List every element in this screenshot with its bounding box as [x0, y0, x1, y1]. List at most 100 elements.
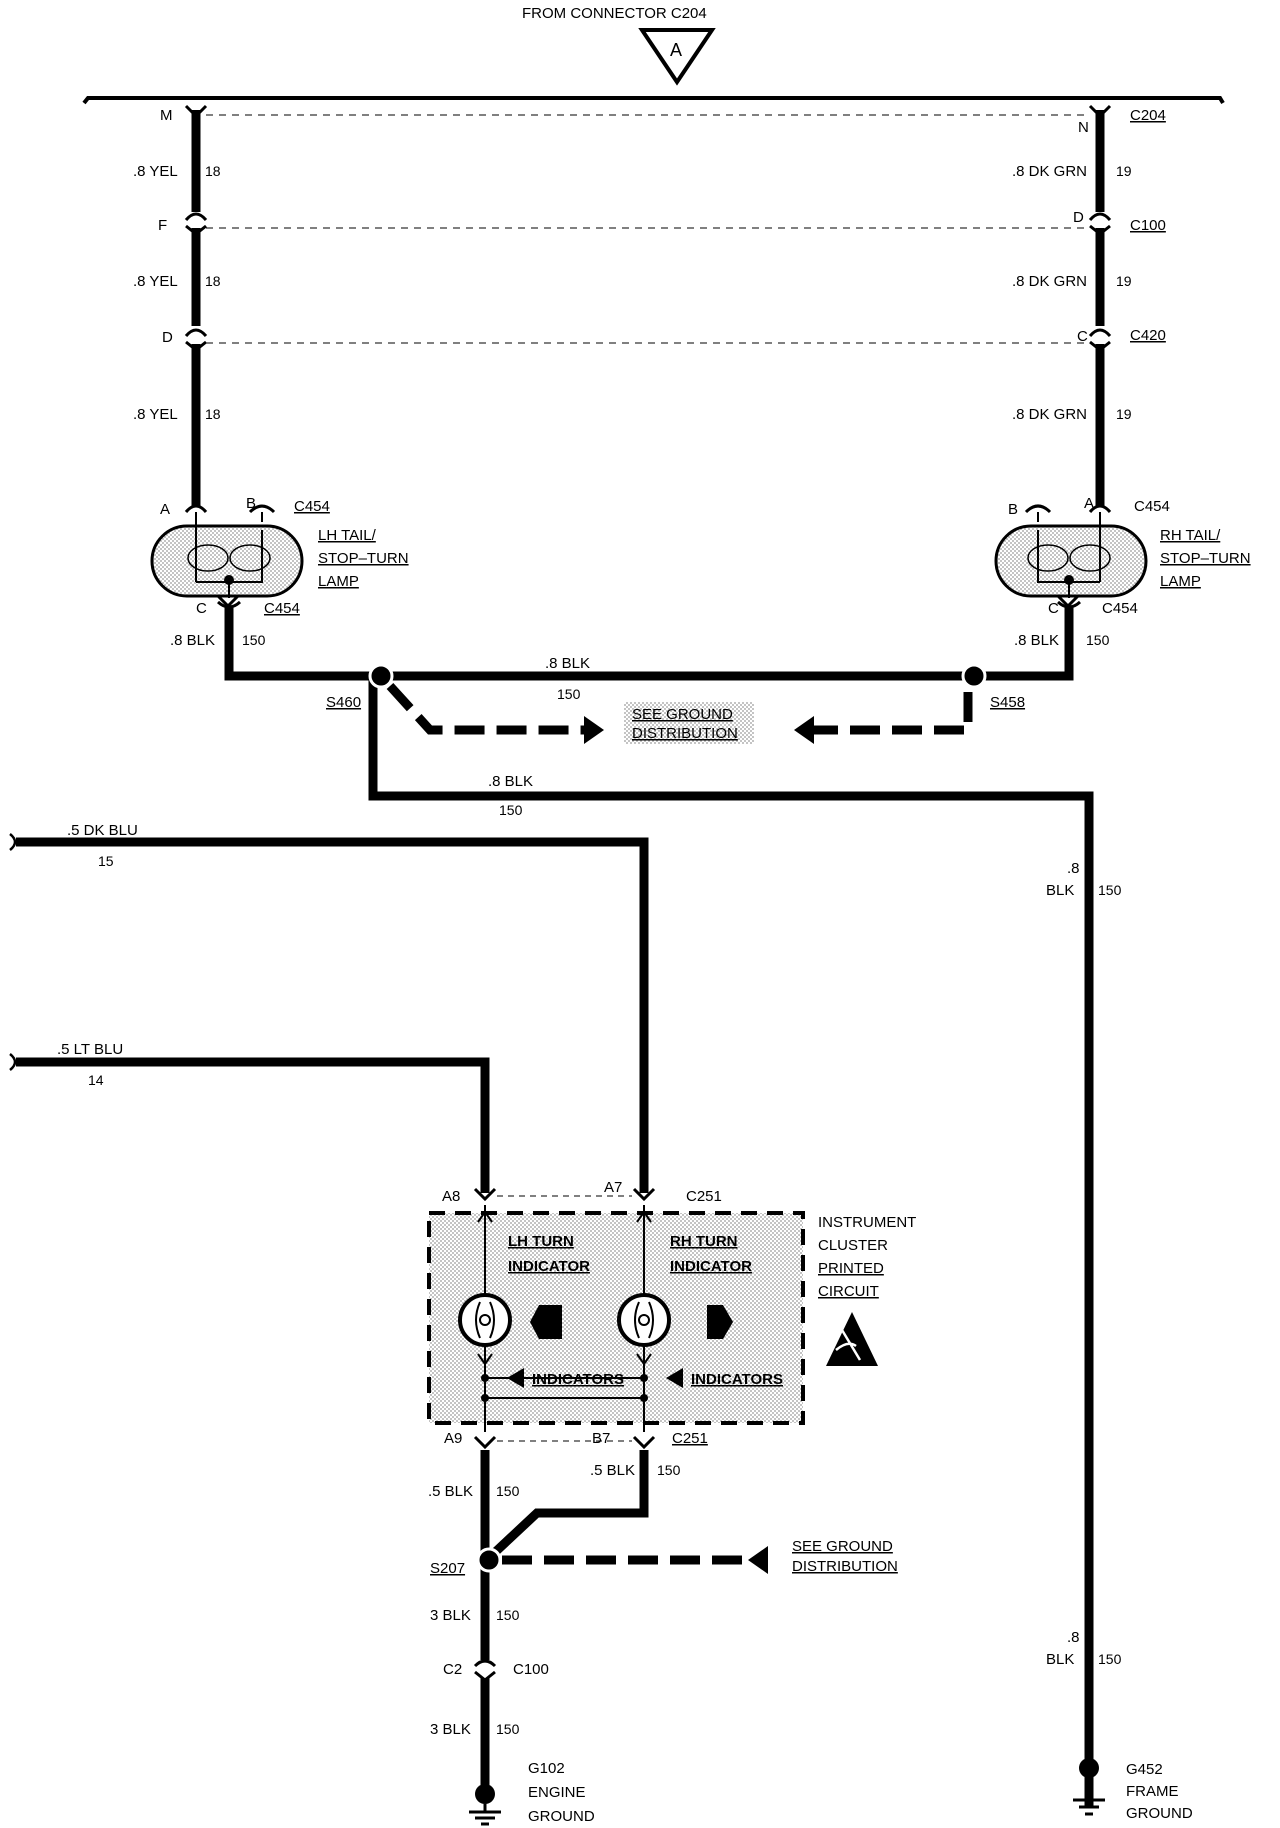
ground-distribution-arrow-right [794, 716, 814, 744]
cluster-pin-a7: A7 [604, 1179, 622, 1196]
left-seg1-circuit: 18 [205, 163, 221, 179]
cluster-title-4: CIRCUIT [818, 1283, 879, 1300]
lh-lamp-name-3: LAMP [318, 573, 359, 590]
c100-engine-connector [473, 1659, 497, 1682]
right-seg3-circuit: 19 [1116, 406, 1132, 422]
lh-ground-circuit: 150 [242, 632, 266, 648]
engine-connector-name: C100 [513, 1661, 549, 1678]
lh-pin-b: B [246, 495, 256, 512]
cluster-bottom-connectors [473, 1435, 656, 1450]
indicators-arrow-left [507, 1368, 524, 1388]
cluster-conn-bottom: C251 [672, 1430, 708, 1447]
engine-seg3-wire: 3 BLK [430, 1721, 471, 1738]
right-seg1-circuit: 19 [1116, 163, 1132, 179]
splice-s207-label: S207 [430, 1560, 465, 1577]
splice-s458 [961, 663, 987, 689]
frame-ground-symbol [1073, 1758, 1105, 1816]
c420-name: C420 [1130, 327, 1166, 344]
rh-pin-c: C [1048, 600, 1059, 617]
lh-turn-label-2: INDICATOR [508, 1258, 590, 1275]
frame-ground-lower-wire-1: .8 [1067, 1629, 1080, 1646]
cluster-title-1: INSTRUMENT [818, 1214, 916, 1231]
ground-bus-circuit: 150 [557, 686, 581, 702]
lh-turn-arrow-icon [530, 1305, 562, 1339]
c100-right-pin: D [1073, 209, 1084, 226]
rh-tail-stop-turn-lamp [994, 504, 1148, 609]
right-seg2-circuit: 19 [1116, 273, 1132, 289]
right-seg2-wire: .8 DK GRN [1012, 273, 1087, 290]
lt-blu-circuit: 14 [88, 1072, 104, 1088]
ground-bus-lower-wire: .8 BLK [488, 773, 533, 790]
bus-bar [82, 96, 1225, 105]
lh-lamp-name-2: STOP–TURN [318, 550, 409, 567]
engine-see-ground-line1: SEE GROUND [792, 1538, 893, 1555]
engine-ground-line3: GROUND [528, 1808, 595, 1825]
lh-lamp-name-1: LH TAIL/ [318, 527, 377, 544]
frame-ground-lower-circuit: 150 [1098, 1651, 1122, 1667]
frame-ground-upper-wire-1: .8 [1067, 860, 1080, 877]
connector-reference-letter: A [670, 40, 682, 60]
wire-break-symbols [9, 833, 17, 1071]
frame-ground-upper-circuit: 150 [1098, 882, 1122, 898]
see-ground-shade [624, 702, 754, 744]
right-connector-symbols [1088, 104, 1112, 514]
splice-s460 [368, 663, 394, 689]
rh-ground-wire: .8 BLK [1014, 632, 1059, 649]
cluster-pin-b7: B7 [592, 1430, 610, 1447]
engine-see-ground-line2: DISTRIBUTION [792, 1558, 898, 1575]
c204-name: C204 [1130, 107, 1166, 124]
indicators-label-left: INDICATORS [532, 1371, 624, 1388]
right-seg1-wire: .8 DK GRN [1012, 163, 1087, 180]
ground-distribution-arrow-left [584, 716, 604, 744]
see-ground-line1: SEE GROUND [632, 706, 733, 723]
blu-input-wires [16, 837, 649, 1193]
lh-pin-c: C [196, 600, 207, 617]
left-seg2-wire: .8 YEL [133, 273, 178, 290]
engine-ground-arrow [748, 1546, 768, 1574]
indicators-label-right: INDICATORS [691, 1371, 783, 1388]
dk-blu-circuit: 15 [98, 853, 114, 869]
rh-ground-circuit: 150 [1086, 632, 1110, 648]
left-seg1-wire: .8 YEL [133, 163, 178, 180]
splice-s207 [476, 1547, 502, 1573]
lt-blu-wire: .5 LT BLU [57, 1041, 123, 1058]
left-seg3-circuit: 18 [205, 406, 221, 422]
cluster-title-2: CLUSTER [818, 1237, 888, 1254]
dk-blu-wire: .5 DK BLU [67, 822, 138, 839]
engine-ground-name: G102 [528, 1760, 565, 1777]
lh-ground-wire: .8 BLK [170, 632, 215, 649]
engine-ground-line2: ENGINE [528, 1784, 586, 1801]
rh-pin-a: A [1084, 495, 1094, 512]
left-seg2-circuit: 18 [205, 273, 221, 289]
frame-ground-upper-wire-2: BLK [1046, 882, 1074, 899]
engine-seg2-circuit: 150 [496, 1607, 520, 1623]
frame-ground-lower-wire-2: BLK [1046, 1651, 1074, 1668]
lh-tail-stop-turn-lamp [150, 504, 304, 609]
cluster-pin-a8: A8 [442, 1188, 460, 1205]
lh-pin-a: A [160, 501, 170, 518]
c204-left-pin: M [160, 107, 173, 124]
connector-reference-triangle: A [638, 28, 716, 86]
ground-bus-lower-circuit: 150 [499, 802, 523, 818]
right-seg3-wire: .8 DK GRN [1012, 406, 1087, 423]
a9-circuit: 150 [496, 1483, 520, 1499]
rh-pin-b: B [1008, 501, 1018, 518]
indicators-arrow-right [666, 1368, 683, 1388]
a9-wire: .5 BLK [428, 1483, 473, 1500]
engine-connector-pin: C2 [443, 1661, 462, 1678]
lh-turn-label-1: LH TURN [508, 1233, 574, 1250]
rh-turn-indicator-bulb [617, 1293, 671, 1347]
rh-conn-top: C454 [1134, 498, 1170, 515]
frame-ground-line2: FRAME [1126, 1783, 1179, 1800]
splice-s458-label: S458 [990, 694, 1025, 711]
lh-conn-bottom: C454 [264, 600, 300, 617]
rh-conn-bottom: C454 [1102, 600, 1138, 617]
esd-warning-icon [826, 1312, 878, 1366]
rh-lamp-name-3: LAMP [1160, 573, 1201, 590]
ground-bus-wire [224, 606, 1094, 1808]
cluster-top-connectors [473, 1187, 656, 1202]
rh-turn-label-1: RH TURN [670, 1233, 738, 1250]
lh-conn-top: C454 [294, 498, 330, 515]
cluster-junction-dots [481, 1374, 648, 1402]
